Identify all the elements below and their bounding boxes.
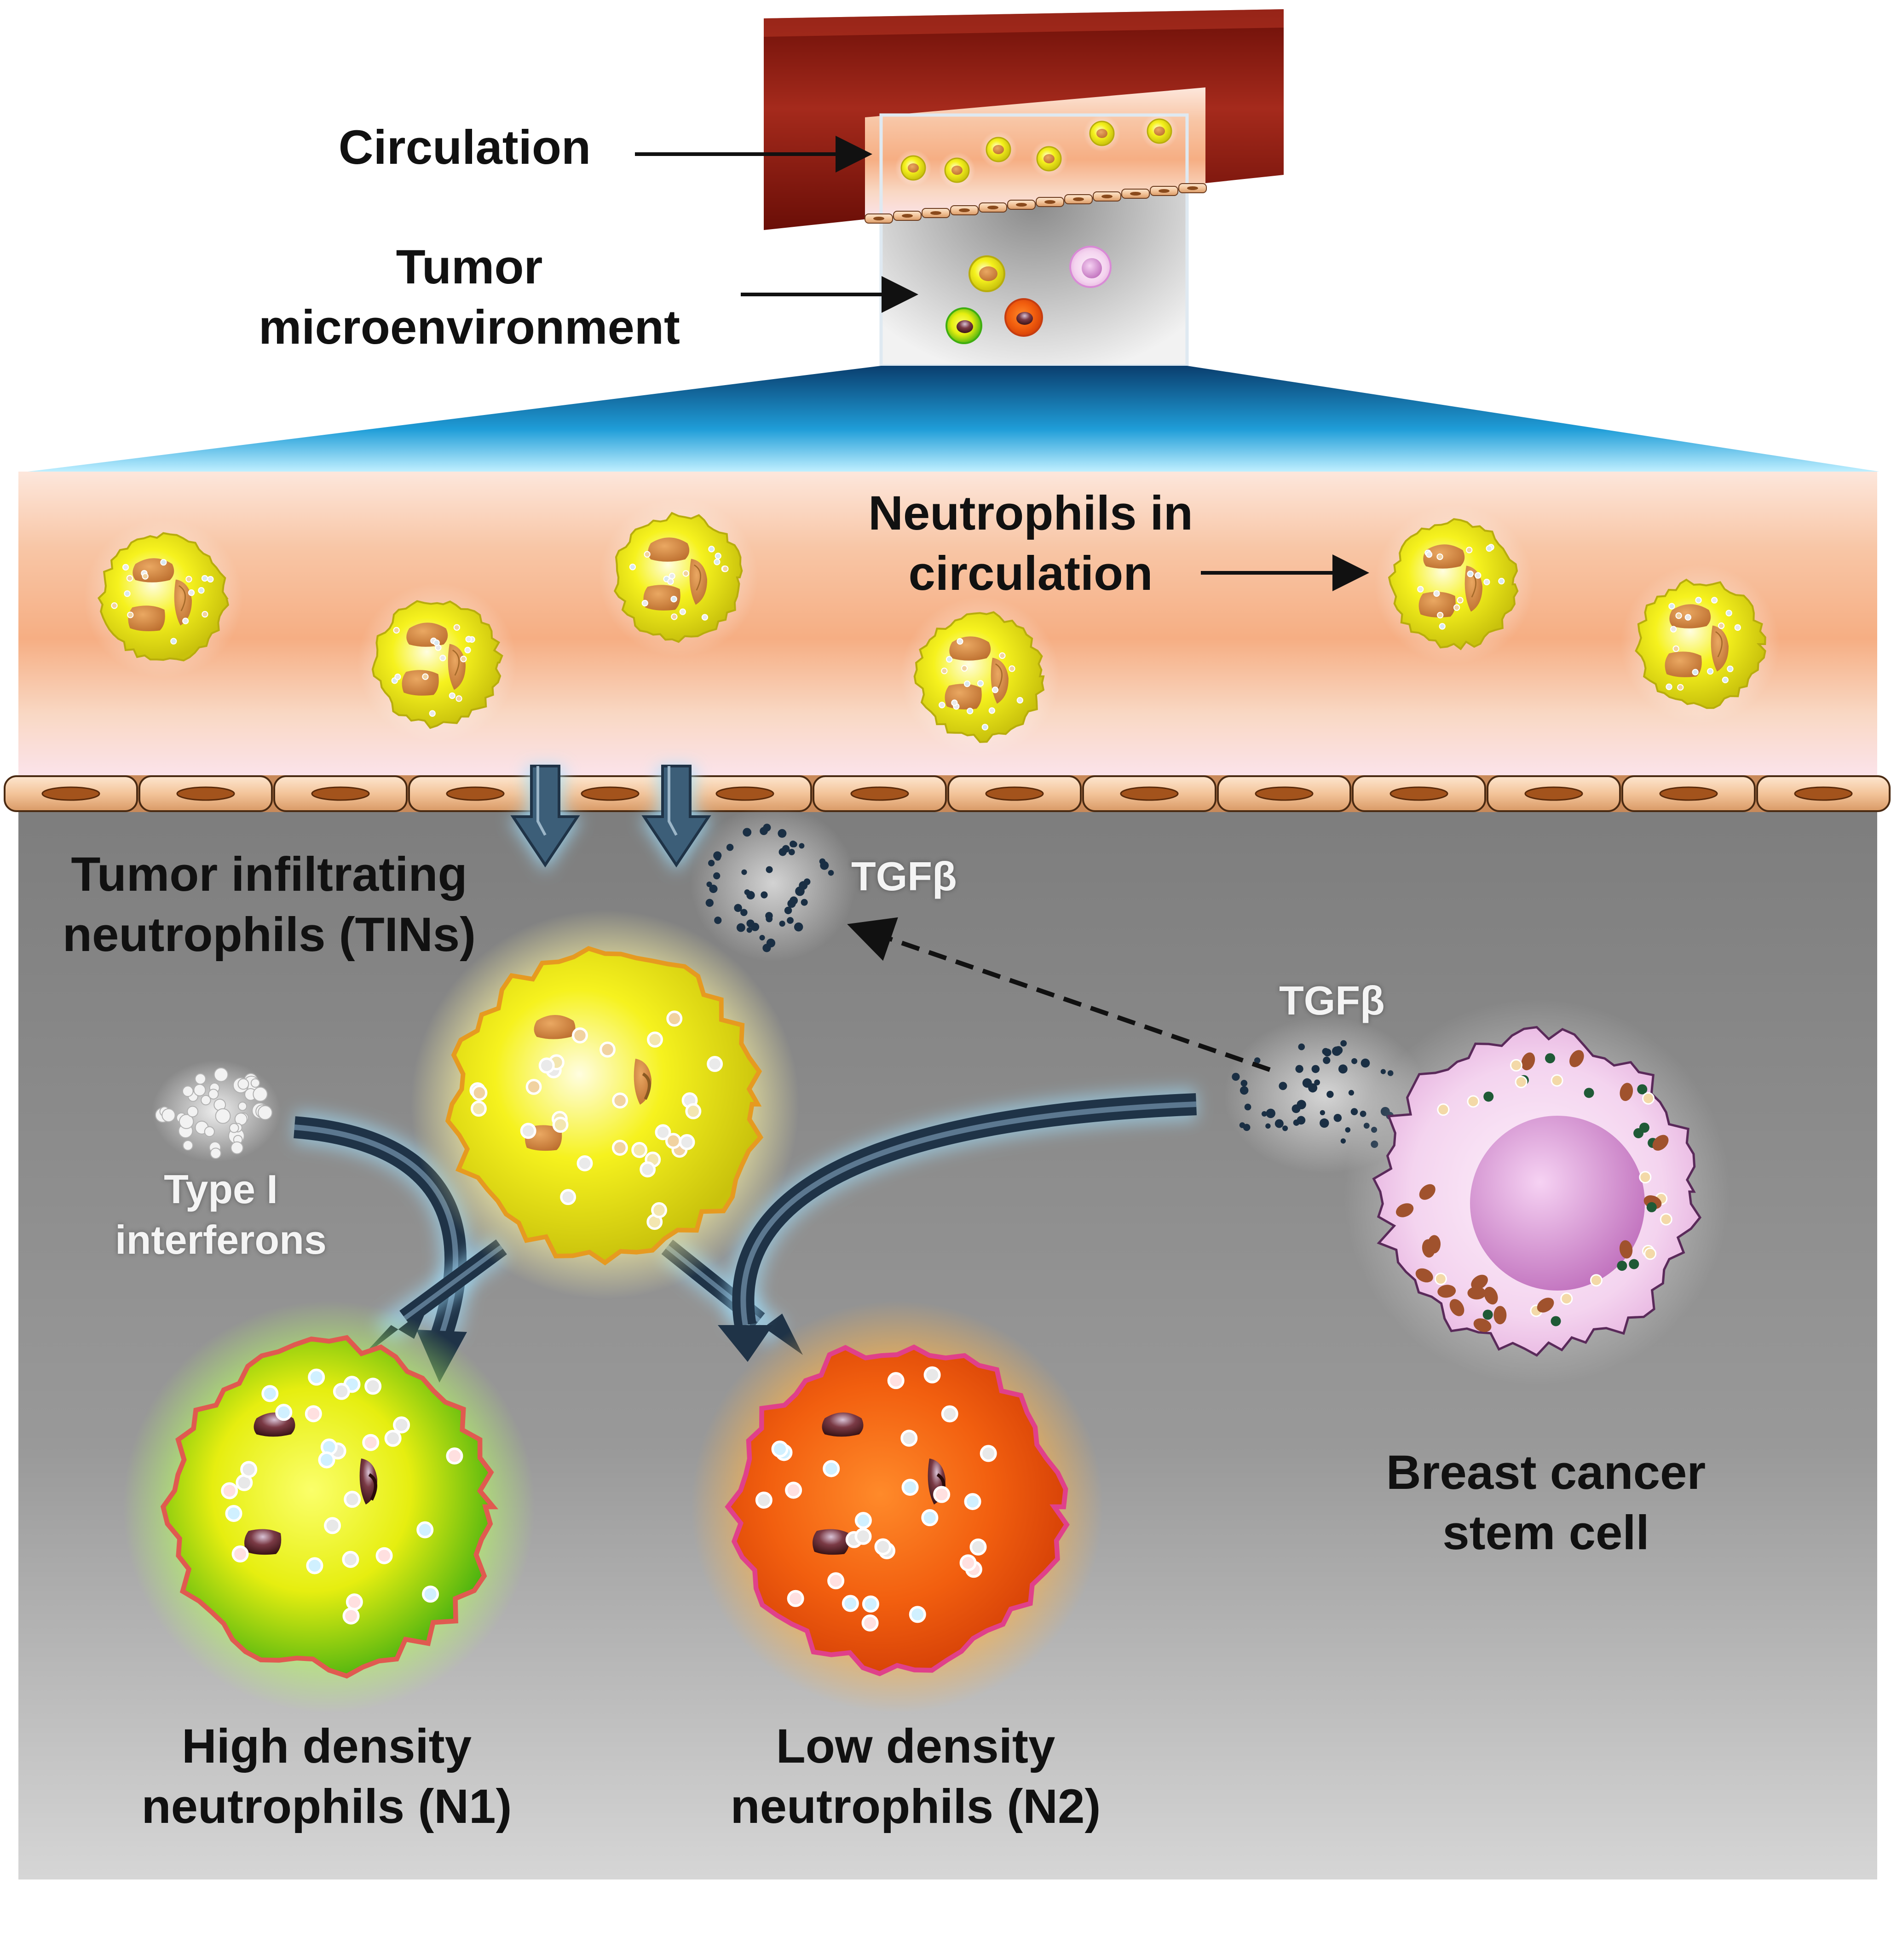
- n1-label-line1: High density: [181, 1719, 472, 1773]
- circulation-label: Circulation: [322, 117, 607, 178]
- n2-label-line1: Low density: [776, 1719, 1055, 1773]
- n1-neutrophil: [123, 1301, 535, 1713]
- interferons-label-line2: interferons: [115, 1217, 327, 1262]
- breast-cancer-stem-cell: [1343, 998, 1730, 1385]
- n1-label-line2: neutrophils (N1): [141, 1780, 512, 1834]
- top-circulating-cells: [895, 113, 1178, 189]
- interferons-label-line1: Type I: [164, 1166, 278, 1212]
- tgfb-dashed-arrow: [847, 917, 1271, 1072]
- n2-label: Low density neutrophils (N2): [695, 1716, 1136, 1837]
- tins-label: Tumor infiltrating neutrophils (TINs): [28, 844, 511, 965]
- tme-label-line2: microenvironment: [258, 300, 680, 355]
- interferon-particles: [152, 1061, 281, 1162]
- tins-label-line2: neutrophils (TINs): [62, 908, 476, 962]
- tgfb-label-top-text: TGFβ: [851, 853, 957, 899]
- neutrophils-circulation-line2: circulation: [908, 547, 1153, 601]
- circulation-label-text: Circulation: [338, 121, 591, 174]
- endothelial-layer: [4, 775, 1891, 812]
- tgfb-label-right: TGFβ: [1279, 975, 1417, 1026]
- tgfb-label-top: TGFβ: [851, 851, 989, 902]
- n2-neutrophil: [691, 1301, 1103, 1713]
- tme-label: Tumor microenvironment: [221, 237, 718, 358]
- n2-label-line2: neutrophils (N2): [730, 1780, 1101, 1834]
- neutrophils-circulation-line1: Neutrophils in: [868, 486, 1193, 540]
- top-endothelium: [865, 183, 1207, 224]
- zoom-funnel: [28, 366, 1879, 472]
- interferons-label: Type I interferons: [83, 1164, 359, 1265]
- neutrophils-circulation-label: Neutrophils in circulation: [819, 483, 1242, 604]
- tin-neutrophil: [410, 910, 800, 1299]
- stem-cell-label-line2: stem cell: [1442, 1506, 1649, 1560]
- stem-cell-label-line1: Breast cancer: [1386, 1446, 1706, 1499]
- circulating-neutrophils: [84, 498, 1780, 756]
- tgfb-label-right-text: TGFβ: [1279, 978, 1385, 1023]
- tgfb-particles-top: [690, 805, 856, 962]
- tme-label-line1: Tumor: [396, 240, 543, 294]
- tins-label-line1: Tumor infiltrating: [71, 847, 467, 901]
- stem-cell-label: Breast cancer stem cell: [1316, 1442, 1776, 1563]
- extravasation-arrows: [508, 765, 713, 872]
- tgfb-to-n2-arrow: [718, 1088, 1197, 1362]
- tme-small-cells: [946, 246, 1112, 344]
- n1-label: High density neutrophils (N1): [106, 1716, 548, 1837]
